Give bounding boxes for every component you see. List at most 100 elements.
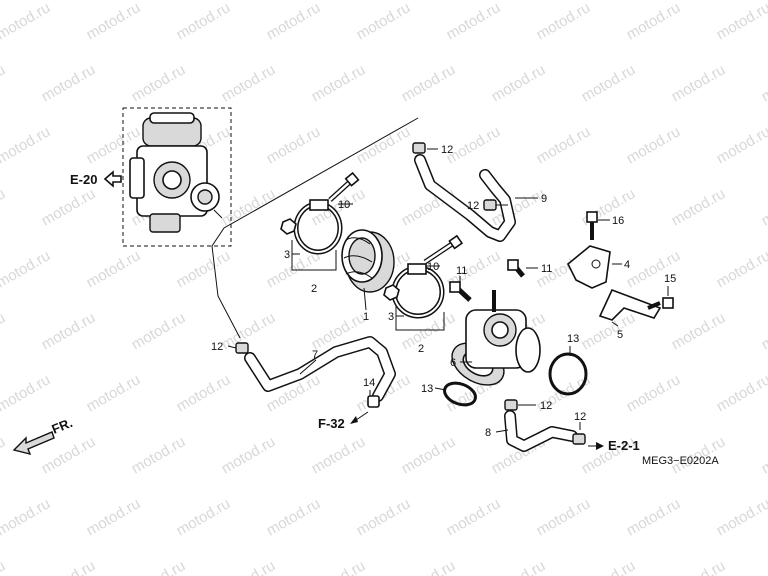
watermark-text: motod.ru [759, 61, 768, 105]
watermark-text: motod.ru [219, 557, 279, 576]
watermark-text: motod.ru [624, 371, 684, 415]
watermark-text: motod.ru [84, 0, 144, 43]
front-label: FR. [50, 415, 75, 437]
label-13-lower: 13 [421, 383, 433, 395]
f32-reference: F-32 [318, 411, 369, 431]
clip-12-hose8-top [504, 399, 518, 411]
bolt-10-lower [423, 234, 464, 265]
nut-3-upper [280, 218, 297, 235]
label-12-hose8-end: 12 [574, 411, 586, 423]
watermark-text: motod.ru [534, 495, 594, 539]
label-12-hose8-top: 12 [540, 400, 552, 412]
label-10-lower: 10 [427, 261, 439, 273]
watermark-text: motod.ru [309, 433, 369, 477]
watermark-text: motod.ru [219, 433, 279, 477]
label-3-upper: 3 [284, 249, 290, 261]
watermark-text: motod.ru [129, 61, 189, 105]
watermark-text: motod.ru [534, 0, 594, 43]
bracket-5 [598, 288, 662, 321]
watermark-text: motod.ru [309, 61, 369, 105]
watermark-text: motod.ru [0, 61, 8, 105]
watermark-text: motod.ru [444, 0, 504, 43]
watermark-text: motod.ru [669, 557, 729, 576]
clip-12-hose9 [483, 199, 497, 211]
watermark-text: motod.ru [354, 123, 414, 167]
carburetor-assembly [122, 107, 232, 247]
o-ring-13-right [548, 352, 588, 396]
watermark-text: motod.ru [669, 309, 729, 353]
watermark-text: motod.ru [39, 557, 99, 576]
watermark-text: motod.ru [129, 309, 189, 353]
part-labels: 12 12 9 10 10 11 11 16 4 15 5 13 6 13 12… [211, 144, 676, 439]
watermark-text: motod.ru [84, 495, 144, 539]
watermark-text: motod.ru [39, 185, 99, 229]
bolt-11-right [507, 259, 525, 278]
watermark-text: motod.ru [84, 247, 144, 291]
watermark-text: motod.ru [399, 557, 459, 576]
watermark-text: motod.ru [714, 371, 768, 415]
watermark-text: motod.ru [309, 557, 369, 576]
f32-label: F-32 [318, 416, 345, 431]
watermark-text: motod.ru [354, 0, 414, 43]
front-arrow-icon [12, 431, 55, 456]
watermark-text: motod.ru [759, 309, 768, 353]
label-13-right: 13 [567, 333, 579, 345]
watermark-text: motod.ru [714, 123, 768, 167]
label-2-upper: 2 [311, 283, 317, 295]
watermark-text: motod.ru [579, 557, 639, 576]
label-8: 8 [485, 427, 491, 439]
watermark-text: motod.ru [669, 185, 729, 229]
watermark-text: motod.ru [39, 309, 99, 353]
watermark-text: motod.ru [0, 185, 8, 229]
watermark-text: motod.ru [264, 0, 324, 43]
clip-14 [367, 395, 380, 408]
watermark-text: motod.ru [219, 185, 279, 229]
clip-12-hose8-end [572, 433, 586, 445]
insulator-1 [341, 229, 395, 293]
watermark-text: motod.ru [579, 185, 639, 229]
watermark-text: motod.ru [0, 309, 8, 353]
bolt-16 [586, 211, 598, 240]
watermark-text: motod.ru [39, 61, 99, 105]
leader-lines [227, 148, 669, 433]
watermark-text: motod.ru [264, 123, 324, 167]
front-arrow: FR. [12, 415, 75, 456]
label-12-hose9: 12 [467, 200, 479, 212]
label-2-lower: 2 [418, 343, 424, 355]
watermark-text: motod.ru [669, 61, 729, 105]
watermark-text: motod.ru [129, 433, 189, 477]
watermark-text: motod.ru [624, 0, 684, 43]
label-3-lower: 3 [388, 311, 394, 323]
watermark-text: motod.ru [174, 247, 234, 291]
label-14: 14 [363, 377, 375, 389]
label-16: 16 [612, 215, 624, 227]
watermark-text: motod.ru [174, 495, 234, 539]
clamp-upper [293, 199, 343, 255]
label-9: 9 [541, 193, 547, 205]
label-12-top: 12 [441, 144, 453, 156]
bolt-15 [647, 297, 674, 310]
watermark-text: motod.ru [399, 185, 459, 229]
label-10-upper: 10 [338, 199, 350, 211]
watermark-text: motod.ru [399, 61, 459, 105]
watermark-text: motod.ru [624, 495, 684, 539]
label-15: 15 [664, 273, 676, 285]
watermark-text: motod.ru [0, 123, 53, 167]
watermark-text: motod.ru [129, 557, 189, 576]
bolt-11-left [449, 281, 472, 302]
watermark-text: motod.ru [759, 433, 768, 477]
watermark-text: motod.ru [174, 0, 234, 43]
watermark-text: motod.ru [354, 495, 414, 539]
watermark-text: motod.ru [489, 61, 549, 105]
label-6: 6 [450, 357, 456, 369]
watermark-text: motod.ru [579, 61, 639, 105]
watermark-text: motod.ru [534, 123, 594, 167]
watermark-text: motod.ru [399, 433, 459, 477]
watermark-text: motod.ru [444, 495, 504, 539]
label-4: 4 [624, 259, 630, 271]
watermark-text: motod.ru [759, 557, 768, 576]
watermark-text: motod.ru [0, 557, 8, 576]
intake-manifold-6 [451, 290, 541, 386]
